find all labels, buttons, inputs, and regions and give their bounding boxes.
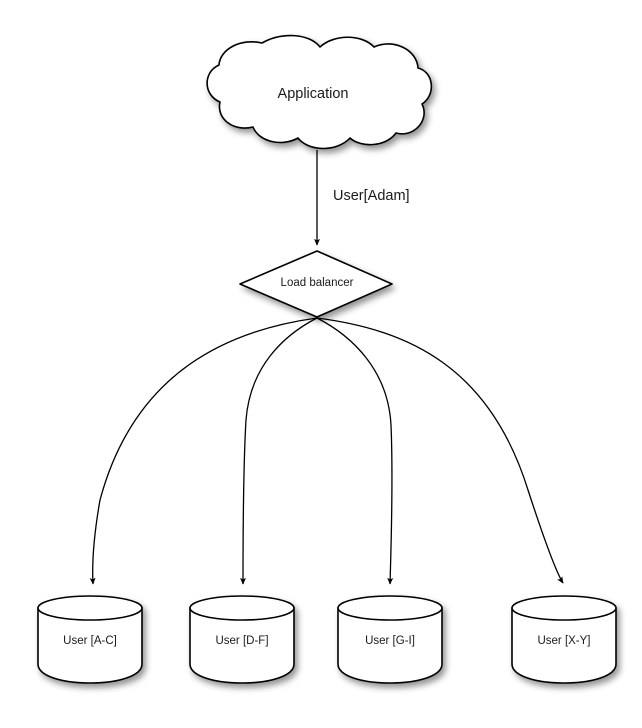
database-label-2: User [D-F] xyxy=(215,635,268,647)
node-database-2[interactable]: User [D-F] xyxy=(189,595,295,684)
edge-lb-to-db-1 xyxy=(89,317,318,585)
cloud-icon xyxy=(206,34,433,150)
edge-lb-to-db-4 xyxy=(316,317,564,584)
cloud-label: Application xyxy=(278,86,349,102)
database-label-3: User [G-I] xyxy=(365,635,415,647)
database-icon xyxy=(189,595,295,684)
database-icon xyxy=(511,595,617,684)
node-application[interactable]: Application xyxy=(206,34,433,150)
edge-label-user-adam: User[Adam] xyxy=(333,188,410,204)
edge-lb-to-db-2 xyxy=(240,317,318,585)
node-database-4[interactable]: User [X-Y] xyxy=(511,595,617,684)
node-database-3[interactable]: User [G-I] xyxy=(337,595,443,684)
database-label-4: User [X-Y] xyxy=(537,635,590,647)
edge-app-to-loadbalancer: User[Adam] xyxy=(314,150,410,246)
edge-group-lb-to-databases xyxy=(89,317,564,585)
node-load-balancer[interactable]: Load balancer xyxy=(239,250,393,318)
database-icon xyxy=(37,595,143,684)
database-icon xyxy=(337,595,443,684)
edge-lb-to-db-3 xyxy=(316,317,394,585)
diamond-icon xyxy=(239,250,393,318)
node-database-1[interactable]: User [A-C] xyxy=(37,595,143,684)
database-label-1: User [A-C] xyxy=(63,635,117,647)
load-balancer-label: Load balancer xyxy=(281,277,354,289)
